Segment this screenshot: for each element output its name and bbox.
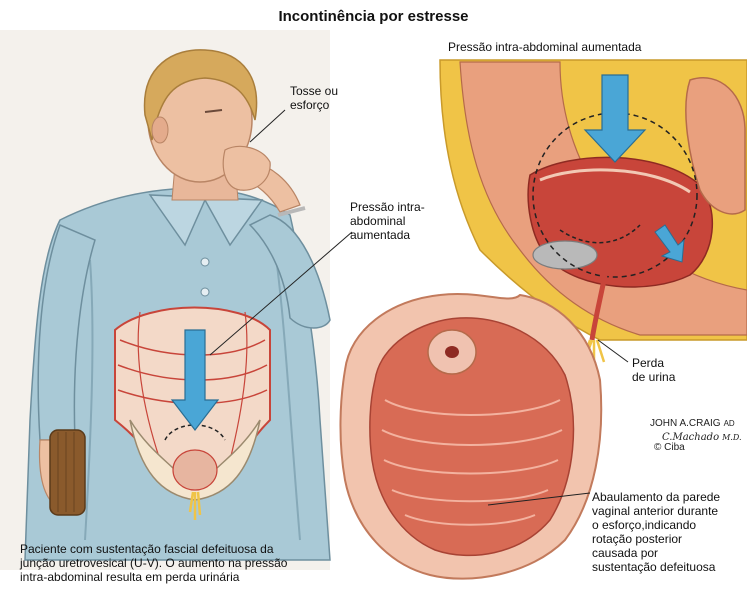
cough-label: Tosse ou esforço <box>290 84 338 112</box>
figure-title: Incontinência por estresse <box>0 8 747 25</box>
vaginal-view <box>340 294 601 579</box>
signature-hand-suffix: M.D. <box>722 433 741 442</box>
pressure-mid-label: Pressão intra- abdominal aumentada <box>350 200 425 242</box>
caption-right: Abaulamento da parede vaginal anterior d… <box>592 490 720 574</box>
urine-loss-label: Perda de urina <box>632 356 675 384</box>
woman-figure <box>0 30 330 570</box>
caption-left: Paciente com sustentação fascial defeitu… <box>20 542 287 584</box>
copyright: © Ciba <box>654 442 685 454</box>
pressure-top-label: Pressão intra-abdominal aumentada <box>448 40 641 54</box>
